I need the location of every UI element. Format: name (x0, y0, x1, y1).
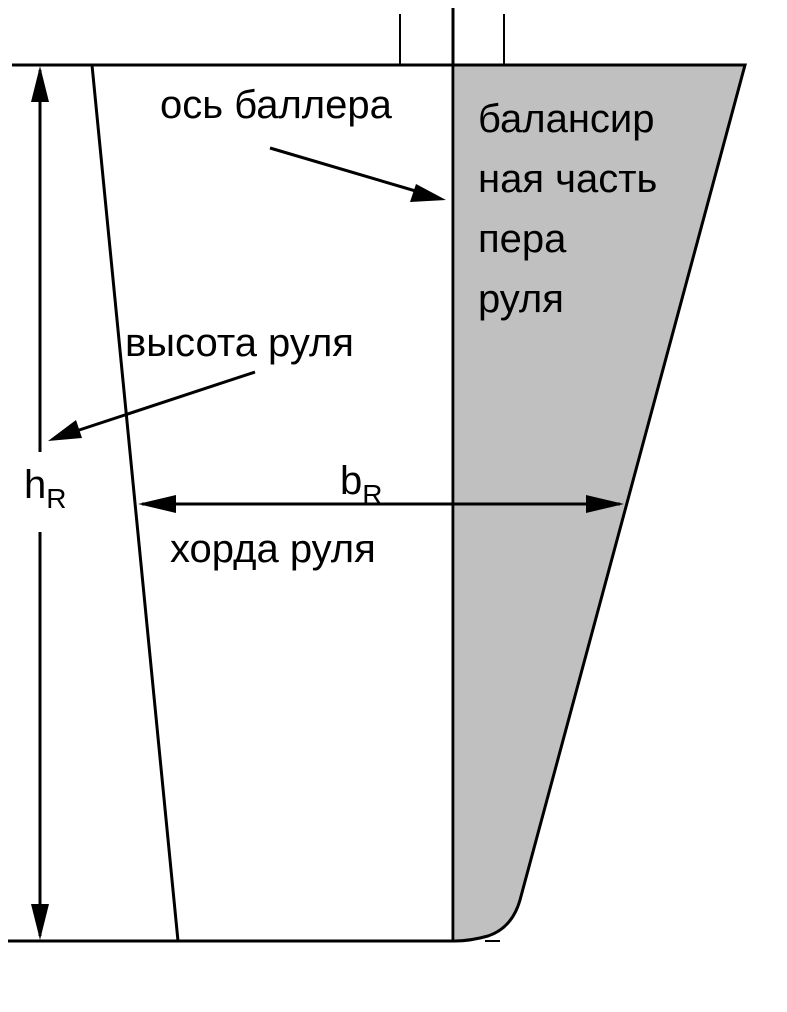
balance-part-label-line-4: руля (478, 277, 564, 321)
chord-symbol: bR (340, 452, 382, 524)
stock-axis-leader-arrowhead (410, 184, 446, 202)
height-arrow-top (31, 66, 49, 102)
chord-symbol-subscript: R (362, 479, 383, 510)
rudder-blade-outline (90, 63, 747, 943)
rudder-height-label: высота руля (125, 321, 354, 365)
balance-part-label-line-2: ная часть (478, 157, 658, 201)
height-leader-arrow (57, 370, 256, 439)
balance-part-label-line-1: балансир (478, 97, 655, 141)
stock-axis-label: ось баллера (160, 83, 392, 127)
chord-symbol-base: b (340, 459, 363, 503)
chord-arrow-right (586, 495, 624, 513)
rudder-chord-label: хорда руля (170, 527, 376, 571)
height-leader-arrowhead (48, 420, 82, 441)
balance-part-label-line-3: пера (478, 217, 567, 261)
height-arrow-bottom (31, 904, 49, 940)
chord-arrow-left (138, 495, 176, 513)
height-symbol-base: h (24, 463, 47, 507)
height-symbol-subscript: R (46, 483, 67, 514)
height-symbol: hR (24, 452, 67, 532)
stock-axis-leader-arrow (269, 146, 437, 199)
